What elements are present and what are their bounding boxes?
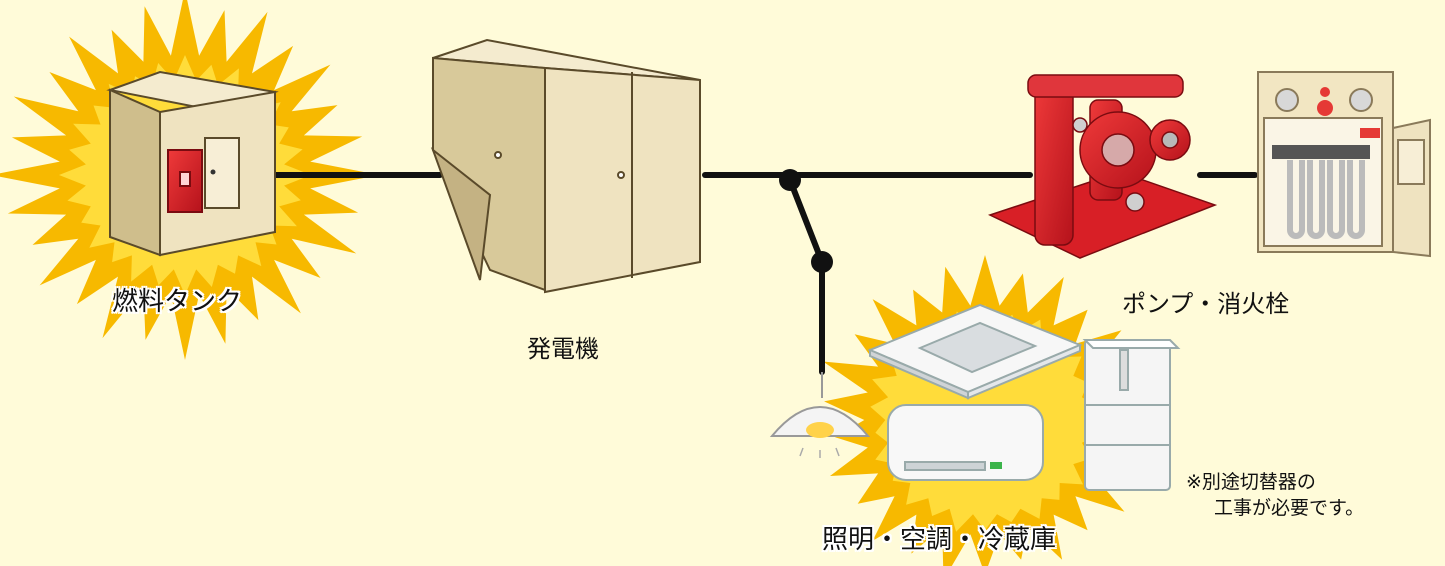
- wall-air-conditioner-icon: [887, 404, 1044, 481]
- label-pump-hydrant: ポンプ・消火栓: [1122, 290, 1290, 318]
- fuel-tank-icon: [106, 70, 279, 257]
- label-fuel-tank: 燃料タンク: [112, 287, 243, 317]
- junction-dot: [811, 251, 833, 273]
- fire-hydrant-cabinet-icon: [1257, 71, 1431, 258]
- generator-icon: [430, 38, 701, 294]
- note-line-1: ※別途切替器の: [1186, 471, 1316, 493]
- fire-pump-icon: [987, 74, 1218, 259]
- junction-dot: [779, 169, 801, 191]
- label-generator: 発電機: [527, 335, 599, 363]
- refrigerator-icon: [1082, 339, 1181, 491]
- note-line-2: 工事が必要です。: [1214, 497, 1365, 519]
- note-switch-required: ※別途切替器の 工事が必要です。: [1186, 469, 1364, 521]
- label-appliances: 照明・空調・冷蔵庫: [822, 525, 1057, 555]
- ceiling-air-conditioner-icon: [867, 303, 1083, 400]
- pendant-lamp-icon: [769, 372, 871, 458]
